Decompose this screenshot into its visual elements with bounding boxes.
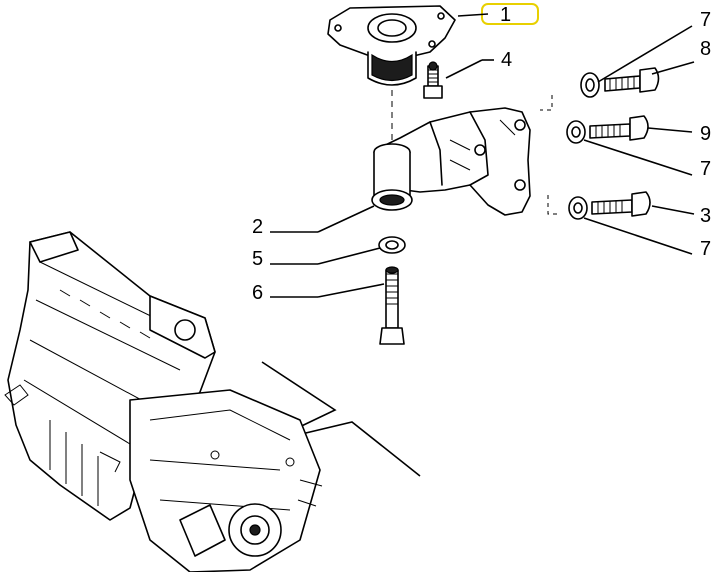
callout-2: 2 bbox=[252, 216, 263, 238]
leader-line-7-middle bbox=[583, 139, 693, 176]
part-4-stud[interactable] bbox=[423, 61, 443, 99]
bolt-9[interactable] bbox=[589, 115, 649, 141]
callout-5: 5 bbox=[252, 248, 263, 270]
leader-line-5-tail bbox=[317, 247, 381, 265]
part-6-long-bolt[interactable] bbox=[379, 266, 405, 345]
leader-line-2-tail bbox=[317, 205, 375, 233]
engine-mount-bracket[interactable] bbox=[371, 107, 531, 216]
leader-line-3 bbox=[651, 205, 695, 215]
leader-line-4 bbox=[445, 59, 483, 79]
washer-7-bottom[interactable] bbox=[568, 196, 588, 220]
washer-7-middle[interactable] bbox=[566, 120, 586, 144]
part-5-washer[interactable] bbox=[378, 236, 406, 254]
leader-line-8 bbox=[651, 61, 695, 75]
alignment-bolt-3 bbox=[547, 195, 560, 215]
callout-1: 1 bbox=[500, 4, 511, 26]
leader-line-1 bbox=[457, 13, 489, 17]
callout-9: 9 bbox=[700, 123, 711, 145]
leader-line-7-top bbox=[597, 25, 693, 83]
alignment-bolt-8 bbox=[540, 95, 553, 111]
part-1-upper-mount[interactable] bbox=[327, 5, 456, 86]
leader-line-9 bbox=[647, 127, 693, 133]
callout-6: 6 bbox=[252, 282, 263, 304]
leader-line-7-bottom bbox=[583, 217, 693, 255]
washer-7-top[interactable] bbox=[580, 72, 600, 98]
bolt-8[interactable] bbox=[604, 67, 660, 93]
leader-line-6-tail bbox=[317, 283, 385, 298]
bolt-3[interactable] bbox=[591, 191, 651, 217]
callout-8: 8 bbox=[700, 38, 711, 60]
callout-7-top: 7 bbox=[700, 9, 711, 31]
callout-7-middle: 7 bbox=[700, 158, 711, 180]
callout-3: 3 bbox=[700, 205, 711, 227]
callout-4: 4 bbox=[501, 49, 512, 71]
engine-assembly-illustration bbox=[4, 231, 323, 572]
callout-7-bottom: 7 bbox=[700, 238, 711, 260]
